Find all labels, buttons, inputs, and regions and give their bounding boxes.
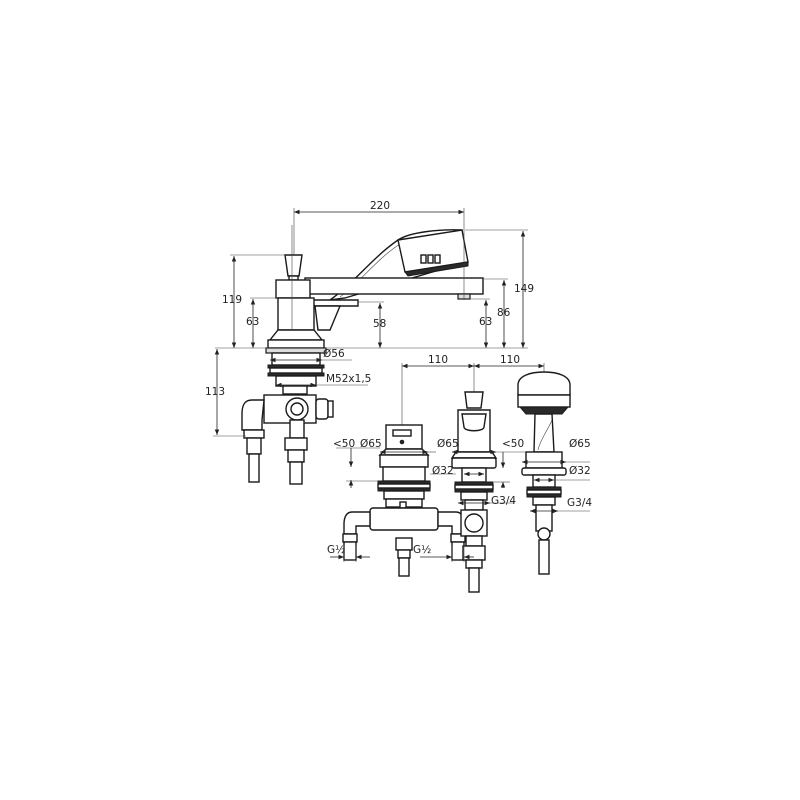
dim-valve-inlet-right: G½ [413,544,432,556]
dim-holder-connection: G3/4 [567,497,593,509]
dim-spacing-1: 110 [428,354,449,366]
dim-valve-deck-thickness: <50 [333,438,356,450]
dim-spout-underside: 58 [373,318,387,330]
dim-outlet-height: 63 [479,316,493,328]
dim-diverter-rosette: Ø65 [437,438,459,450]
dim-valve-hole: Ø32 [432,465,454,477]
valve-body-component [342,363,466,577]
component-dimensions [330,363,590,562]
side-view-dimensions [213,208,528,437]
dim-holder-hole: Ø32 [569,465,591,477]
dim-thread: M52x1,5 [326,373,372,385]
dim-base-diameter: Ø56 [323,348,345,360]
diverter-component [450,363,498,593]
dim-below-deck: 113 [205,386,226,398]
dim-spacing-2: 110 [500,354,521,366]
dim-lever-height: 119 [222,294,243,306]
dim-spout-top: 86 [497,307,511,319]
dim-diverter-deck-thickness: <50 [502,438,525,450]
dim-spout-reach: 220 [370,200,391,212]
dim-diverter-connection: G3/4 [491,495,517,507]
dim-holder-rosette: Ø65 [569,438,591,450]
dim-handshower-top: 149 [514,283,535,295]
dim-body-height: 63 [246,316,260,328]
dim-valve-inlet-left: G½ [327,544,346,556]
dim-valve-rosette: Ø65 [360,438,382,450]
side-view-mixer [241,225,484,485]
handshower-holder-component [517,363,571,575]
